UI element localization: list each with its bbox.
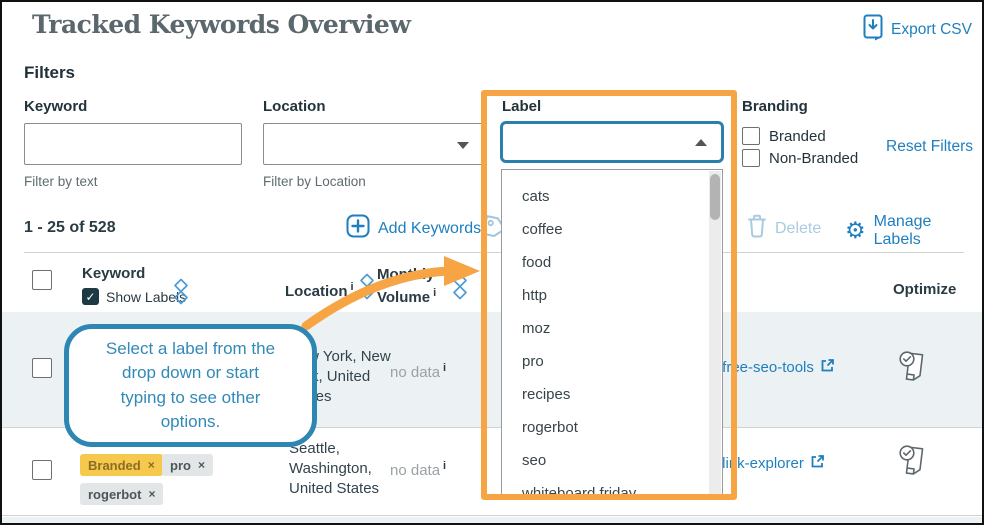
show-labels-checkbox[interactable]: ✓ [82,288,99,305]
label-option[interactable]: pro [522,353,544,370]
sort-keyword-icon[interactable] [173,278,189,310]
column-header-optimize: Optimize [893,281,957,298]
add-keywords-label: Add Keywords [378,219,482,237]
label-option[interactable]: coffee [522,221,563,238]
branded-checkbox[interactable] [742,127,760,145]
manage-labels-button[interactable]: ⚙ Manage Labels [845,213,982,249]
row-checkbox[interactable] [32,358,52,378]
label-option[interactable]: seo [522,452,547,469]
keyword-filter-input[interactable] [24,123,242,165]
check-icon: ✓ [85,289,96,304]
sort-volume-icon[interactable] [452,273,468,305]
dropdown-scrollbar-track[interactable] [709,171,721,498]
add-keywords-button[interactable]: Add Keywords [346,214,481,243]
label-option[interactable]: food [522,254,552,271]
location-filter-select[interactable] [263,123,483,165]
close-icon[interactable]: × [197,458,205,472]
close-icon[interactable]: × [148,487,156,501]
plus-icon [346,214,370,243]
optimize-page-icon[interactable] [898,350,928,389]
location-filter-helper: Filter by Location [263,174,366,189]
label-option[interactable]: http [522,287,548,304]
export-csv-icon [862,14,884,46]
gear-icon: ⚙ [845,217,866,244]
label-tag[interactable]: Branded× [80,454,163,476]
callout-text: typing to see other [120,387,261,407]
label-option[interactable]: whiteboard friday [522,485,637,499]
keyword-filter-label: Keyword [24,98,88,115]
divider [24,252,964,253]
info-icon[interactable]: i [443,460,447,472]
branding-filter-label: Branding [742,98,808,115]
external-link-icon [810,454,825,473]
show-labels-label: Show Labels [106,288,187,305]
annotation-callout: Select a label from the drop down or sta… [64,324,317,447]
branded-checkbox-label: Branded [769,127,826,145]
row-url-link[interactable]: /link-explorer [718,454,825,473]
row-checkbox[interactable] [32,460,52,480]
row-location: Seattle, Washington, United States [289,440,380,497]
optimize-page-icon[interactable] [898,444,928,483]
result-count: 1 - 25 of 528 [24,219,116,236]
column-header-keyword[interactable]: Keyword [82,265,146,282]
row-url-link[interactable]: /free-seo-tools [718,358,835,377]
info-icon[interactable]: i [350,281,354,293]
close-icon[interactable]: × [147,458,155,472]
non-branded-checkbox-label: Non-Branded [769,149,859,167]
export-csv-button[interactable]: Export CSV [862,14,972,46]
chevron-down-icon [457,142,469,149]
label-tag[interactable]: rogerbot× [80,483,164,505]
delete-label: Delete [775,219,822,237]
non-branded-checkbox[interactable] [742,149,760,167]
label-option[interactable]: moz [522,320,551,337]
next-row-band [2,517,982,523]
trash-icon [747,214,767,243]
chevron-up-icon [695,138,707,146]
callout-text: Select a label from the [105,338,276,358]
callout-text: options. [160,412,221,431]
label-option[interactable]: cats [522,188,550,205]
label-option[interactable]: recipes [522,386,571,403]
manage-labels-label: Manage Labels [873,213,932,248]
location-filter-label: Location [263,98,326,115]
divider [2,515,982,516]
delete-button[interactable]: Delete [747,214,821,243]
info-icon[interactable]: i [443,362,447,374]
label-options-dropdown: cats coffee food http moz pro recipes ro… [501,169,723,499]
dropdown-scrollbar-thumb[interactable] [710,174,720,220]
callout-text: drop down or start [121,363,259,382]
keyword-filter-helper: Filter by text [24,174,98,189]
filters-heading: Filters [24,63,76,82]
select-all-checkbox[interactable] [32,270,52,290]
divider [2,427,982,428]
page-title: Tracked Keywords Overview [32,10,411,39]
label-filter-label: Label [502,98,542,115]
label-tag[interactable]: pro× [162,454,213,476]
label-filter-combobox[interactable] [500,121,724,163]
external-link-icon [820,358,835,377]
info-icon[interactable]: i [433,287,437,299]
reset-filters-link[interactable]: Reset Filters [886,138,973,155]
label-option[interactable]: rogerbot [522,419,578,436]
sort-location-icon[interactable] [359,273,375,305]
export-csv-label: Export CSV [891,21,972,38]
